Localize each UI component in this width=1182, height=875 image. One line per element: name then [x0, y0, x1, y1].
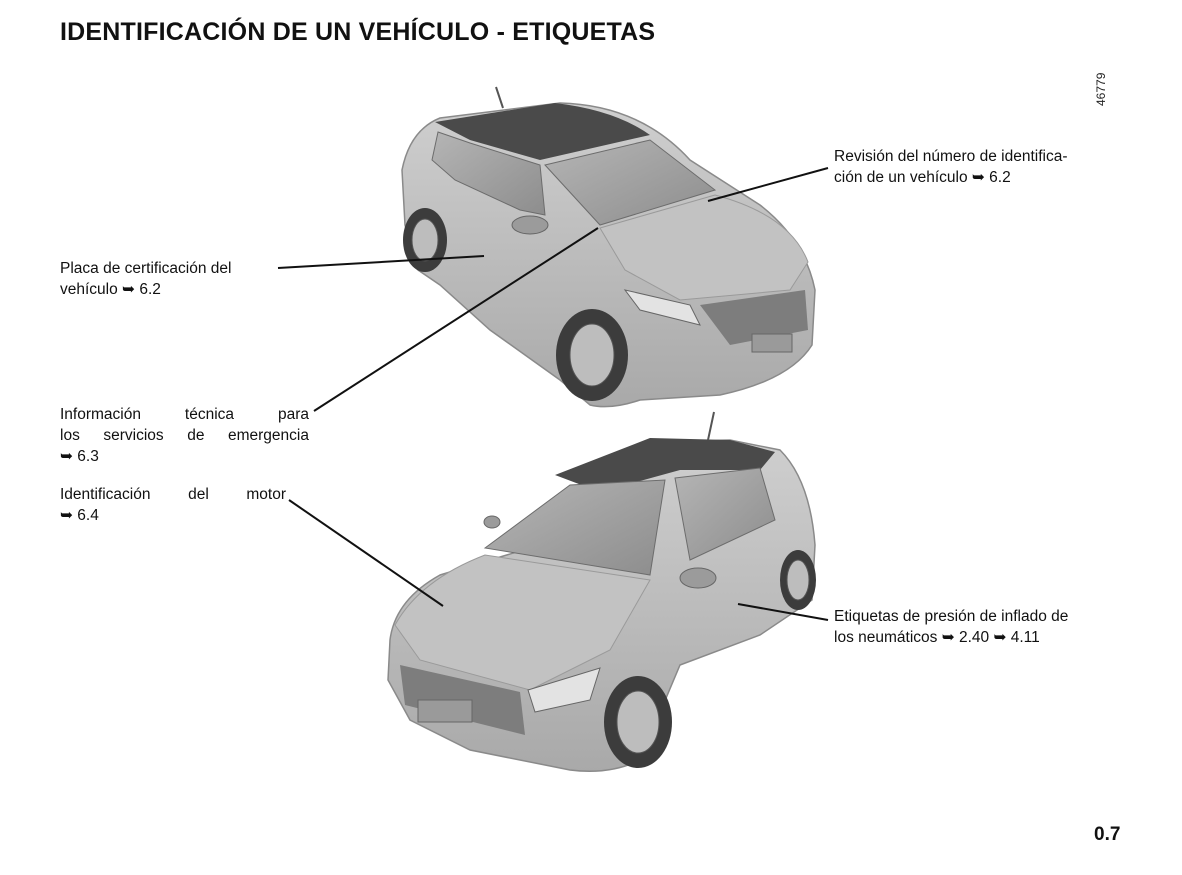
callout-engine-id: Identificación del motor ➥ 6.4	[60, 484, 286, 526]
callout-emergency-info-line2: los servicios de emergencia	[60, 425, 309, 446]
car-top-mirror	[512, 216, 548, 234]
leader-engine-id	[289, 500, 443, 606]
callout-certification-plate-line2: vehículo ➥ 6.2	[60, 279, 231, 300]
car-top-plate	[752, 334, 792, 352]
page-number: 0.7	[1094, 824, 1120, 846]
callout-vin-check-line1: Revisión del número de identifica-	[834, 146, 1067, 167]
callout-tire-pressure: Etiquetas de presión de inflado de los n…	[834, 606, 1068, 648]
callout-certification-plate: Placa de certificación del vehículo ➥ 6.…	[60, 258, 231, 300]
callout-engine-id-line2: ➥ 6.4	[60, 505, 286, 526]
callout-emergency-info-line1: Información técnica para	[60, 404, 309, 425]
car-top-rear-wheel	[403, 208, 447, 272]
car-bottom	[388, 412, 816, 771]
car-bottom-front-wheel	[604, 676, 672, 768]
car-bottom-mirror	[680, 568, 716, 588]
callout-emergency-info-line3: ➥ 6.3	[60, 446, 309, 467]
callout-tire-pressure-line1: Etiquetas de presión de inflado de	[834, 606, 1068, 627]
car-bottom-rear-wheel	[780, 550, 816, 610]
car-top-front-wheel	[556, 309, 628, 401]
car-top	[402, 87, 815, 407]
callout-tire-pressure-line2: los neumáticos ➥ 2.40 ➥ 4.11	[834, 627, 1068, 648]
callout-vin-check-line2: ción de un vehículo ➥ 6.2	[834, 167, 1067, 188]
callout-emergency-info: Información técnica para los servicios d…	[60, 404, 309, 467]
car-bottom-plate	[418, 700, 472, 722]
callout-vin-check: Revisión del número de identifica- ción …	[834, 146, 1067, 188]
callout-certification-plate-line1: Placa de certificación del	[60, 258, 231, 279]
callout-engine-id-line1: Identificación del motor	[60, 484, 286, 505]
